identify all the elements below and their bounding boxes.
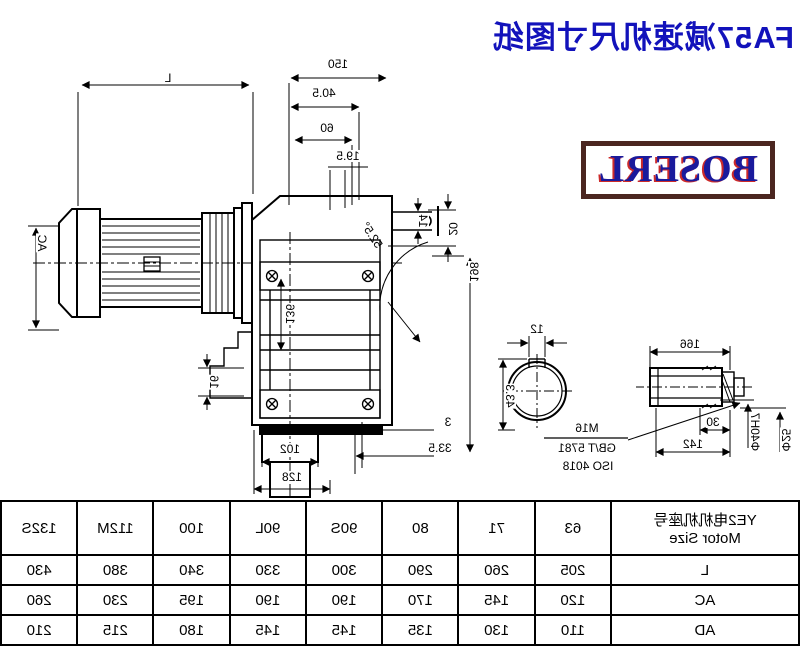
table-cell: 230 [77,585,154,615]
table-cell: 300 [306,555,383,585]
table-cell: 215 [77,615,154,645]
table-cell: 210 [1,615,78,645]
dim-30: 30 [705,415,721,429]
fastener-gb-standard: GB/T 5781 [557,441,617,455]
table-cell: 260 [458,555,535,585]
table-cell: 145 [229,615,306,645]
table-cell: 130 [458,615,535,645]
dim-60: 60 [319,121,335,135]
table-cell: 260 [1,585,78,615]
table-cell: 145 [306,615,383,645]
dim-198: 198 [467,260,481,284]
dim-128: 128 [280,470,304,484]
dim-AC: AC [35,233,49,253]
row-label: AC [611,585,799,615]
motor-size-column: 112M [77,501,154,555]
keyway-dims [498,336,567,431]
motor-size-header-en: Motor Size [669,530,741,547]
motor-size-column: 80 [382,501,459,555]
table-cell: 145 [458,585,535,615]
motor-size-header: YE2电机机座号 Motor Size [611,501,799,555]
table-cell: 110 [534,615,611,645]
table-cell: 290 [382,555,459,585]
dim-43-3: 43.3 [503,383,517,409]
dim-136: 136 [283,302,297,326]
table-cell: 430 [1,555,78,585]
gearmotor-linework [28,74,786,498]
motor-size-column: 90S [306,501,383,555]
angle-leader [387,301,421,343]
dim-L: L [163,71,173,85]
dim-33-5: 33.5 [427,441,453,455]
dim-20: 20 [446,221,460,237]
dimension-lines [28,74,474,494]
row-label: L [611,555,799,585]
fastener-thread: M16 [574,421,600,435]
table-cell: 195 [153,585,230,615]
table-cell: 180 [153,615,230,645]
dim-166: 166 [678,337,702,351]
table-cell: 190 [306,585,383,615]
table-cell: 135 [382,615,459,645]
motor-size-column: 100 [153,501,230,555]
fastener-iso-standard: ISO 4018 [561,459,615,473]
motor-size-column: 63 [534,501,611,555]
table-cell: 340 [153,555,230,585]
dim-150: 150 [326,57,350,71]
dim-16: 16 [207,374,221,390]
motor-size-column: 132S [1,501,78,555]
table-cell: 170 [382,585,459,615]
motor-size-column: 90L [229,501,306,555]
dim-25: Φ25 [779,427,793,453]
table-cell: 380 [77,555,154,585]
motor-size-column: 71 [458,501,535,555]
dim-40-5: 40.5 [311,86,337,100]
dim-14: 14 [416,213,430,229]
table-cell: 205 [534,555,611,585]
table-cell: 330 [229,555,306,585]
face-bolts [265,269,375,411]
table-cell: 120 [534,585,611,615]
dim-bore: Φ40H7 [748,411,762,453]
dim-3: 3 [443,415,453,429]
dim-142: 142 [681,437,705,451]
dim-19-5: 19.5 [335,149,361,163]
dim-12: 12 [529,322,545,336]
table-cell: 190 [229,585,306,615]
dim-102: 102 [278,442,302,456]
row-label: AD [611,615,799,645]
motor-size-header-cn: YE2电机机座号 [653,512,757,529]
